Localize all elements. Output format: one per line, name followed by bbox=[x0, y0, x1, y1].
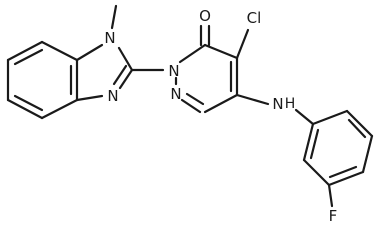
bond bbox=[327, 170, 365, 187]
atom-label-hydrogen-amine: H bbox=[285, 96, 296, 112]
bond bbox=[347, 118, 367, 139]
bond bbox=[345, 109, 374, 138]
bond bbox=[302, 122, 315, 162]
chloro-bond bbox=[235, 28, 250, 60]
bond bbox=[311, 109, 349, 126]
bond bbox=[6, 98, 44, 120]
amine-bond bbox=[235, 93, 270, 106]
bond bbox=[178, 43, 207, 64]
bond bbox=[112, 64, 128, 86]
bond bbox=[13, 94, 44, 112]
atom-label-nitrogen-imidazole: N bbox=[107, 87, 118, 105]
atom-label-chlorine: Cl bbox=[247, 9, 262, 27]
bond bbox=[13, 48, 44, 66]
bond bbox=[328, 165, 358, 179]
bond bbox=[40, 98, 79, 120]
bond bbox=[361, 134, 374, 174]
fluoro-bond bbox=[327, 183, 334, 208]
bond bbox=[118, 68, 134, 90]
bond bbox=[185, 92, 205, 106]
bond bbox=[6, 40, 44, 62]
atom-label-nitrogen-amine: N bbox=[272, 95, 283, 113]
atom-label-fluorine: F bbox=[329, 207, 338, 225]
fluorophenyl-ring-bonds bbox=[302, 109, 374, 208]
bond bbox=[75, 94, 104, 102]
methyl-bond bbox=[110, 4, 118, 30]
benzene-ring-bonds bbox=[6, 40, 79, 120]
atom-label-nitrogen-pyridazinone-1: N bbox=[168, 62, 179, 80]
bond bbox=[75, 43, 104, 62]
bond bbox=[309, 128, 320, 160]
atom-label-oxygen: O bbox=[199, 7, 211, 25]
atom-label-nitrogen-pyridazinone-2: N bbox=[170, 85, 181, 103]
imidazole-ring-bonds bbox=[75, 4, 134, 102]
atom-label-nitrogen-methyl: N bbox=[104, 29, 115, 47]
bond bbox=[40, 40, 79, 62]
bond bbox=[180, 98, 202, 114]
bond bbox=[203, 43, 239, 60]
bond bbox=[294, 108, 315, 126]
molecule-structure-diagram: O Cl N N N N N H F bbox=[6, 4, 374, 225]
pyridazinone-ring-bonds bbox=[174, 24, 270, 114]
bond bbox=[203, 93, 239, 114]
bond bbox=[117, 46, 134, 72]
bond bbox=[302, 158, 331, 187]
